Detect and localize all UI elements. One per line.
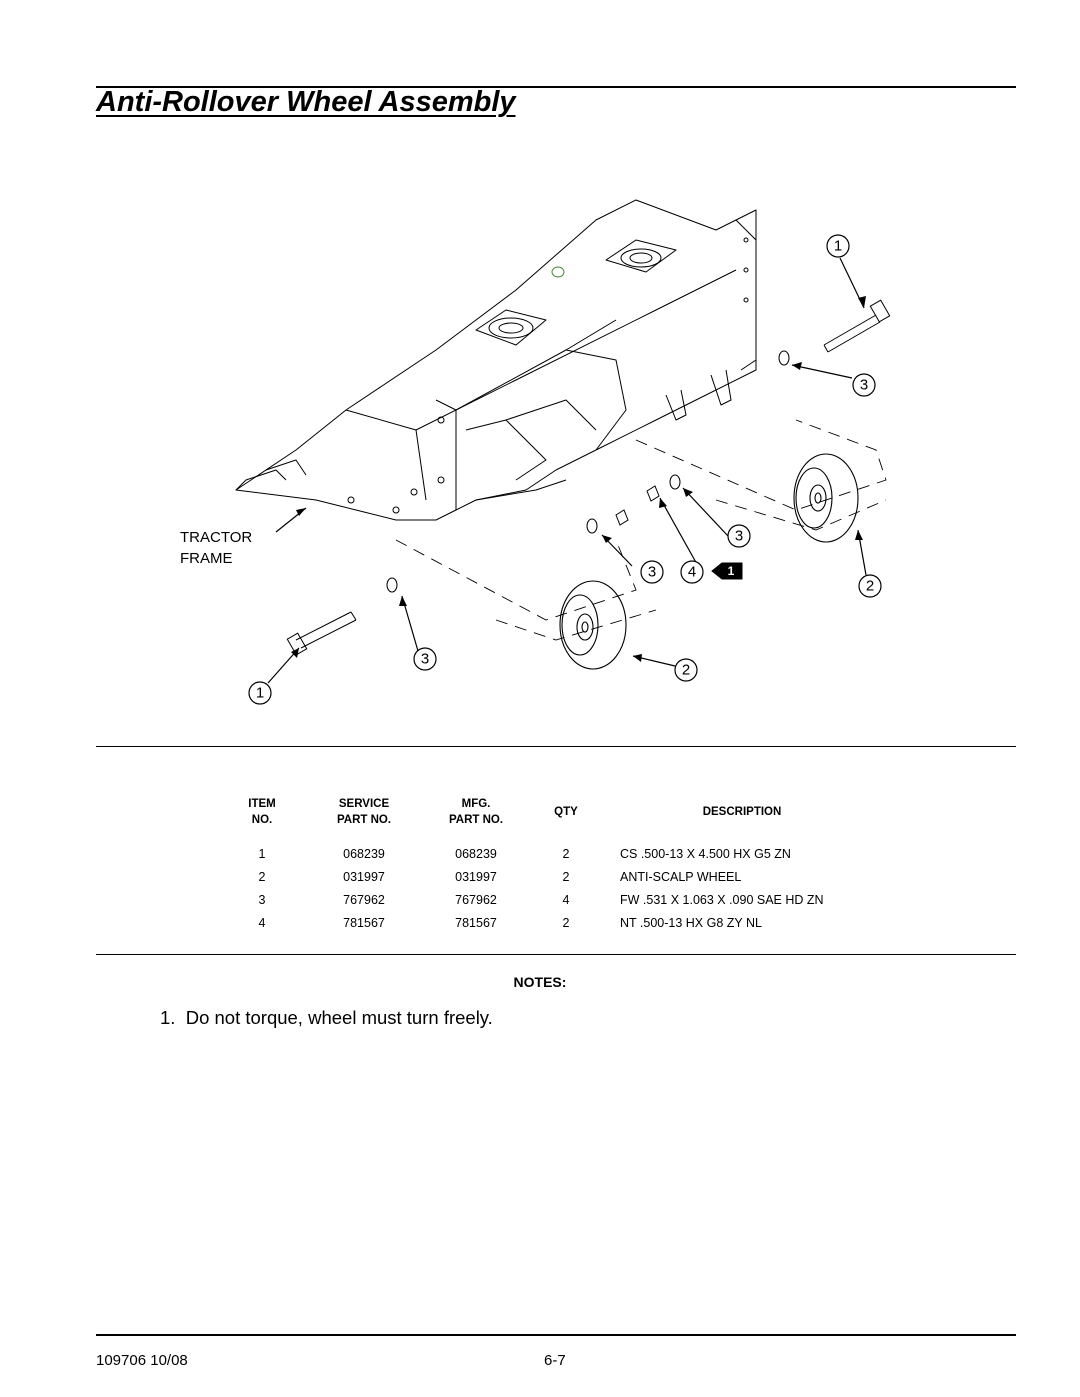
callout-3-bottom: 3: [413, 647, 437, 671]
cell-item: 2: [258, 869, 266, 884]
callout-4: 4: [680, 560, 704, 584]
svg-text:3: 3: [648, 564, 656, 581]
cell-service: 031997: [343, 869, 385, 884]
cell-qty: 2: [562, 869, 570, 884]
callout-1-bottom: 1: [248, 681, 272, 705]
cell-qty: 2: [562, 846, 570, 861]
bolt-bottom: [295, 611, 357, 649]
callout-1-top: 1: [826, 234, 850, 258]
callout-3-left: 3: [640, 560, 664, 584]
cell-description: NT .500-13 HX G8 ZY NL: [620, 915, 762, 930]
cell-description: ANTI-SCALP WHEEL: [620, 869, 742, 884]
cell-service: 068239: [343, 846, 385, 861]
cell-mfg: 031997: [455, 869, 497, 884]
top-rule: [96, 86, 1016, 88]
anti-scalp-wheel-right: [793, 453, 859, 543]
callout-2-bottom: 2: [674, 658, 698, 682]
table-row: 3 767962 767962 4 FW .531 X 1.063 X .090…: [220, 888, 880, 911]
header-description: DESCRIPTION: [702, 806, 782, 818]
table-row: 1 068239 068239 2 CS .500-13 X 4.500 HX …: [220, 842, 880, 865]
table-row: 4 781567 781567 2 NT .500-13 HX G8 ZY NL: [220, 911, 880, 934]
table-top-rule: [96, 746, 1016, 747]
header-mfg-part-no: MFG.PART NO.: [448, 798, 504, 826]
exploded-assembly-diagram: TRACTOR FRAME 1 3 3 3 4 1 2 3 2 1: [180, 199, 891, 705]
cell-description: FW .531 X 1.063 X .090 SAE HD ZN: [620, 892, 824, 907]
notes-list: 1. Do not torque, wheel must turn freely…: [160, 1007, 493, 1029]
tractor-frame-drawing: [235, 199, 757, 521]
svg-text:1: 1: [256, 685, 264, 702]
tractor-frame-label-line2: FRAME: [180, 550, 233, 567]
cell-qty: 2: [562, 915, 570, 930]
footer-rule: [96, 1334, 1016, 1336]
cell-item: 4: [258, 915, 266, 930]
footer-page-number: 6-7: [544, 1352, 566, 1369]
svg-text:3: 3: [421, 651, 429, 668]
svg-text:2: 2: [682, 662, 690, 679]
callout-3-top: 3: [852, 373, 876, 397]
callout-3-mid: 3: [727, 524, 751, 548]
notes-heading: NOTES:: [513, 974, 567, 990]
cell-mfg: 767962: [455, 892, 497, 907]
callout-2-right: 2: [858, 574, 882, 598]
tractor-frame-label-line1: TRACTOR: [180, 529, 252, 546]
footer-doc-number: 109706 10/08: [96, 1352, 188, 1369]
cell-description: CS .500-13 X 4.500 HX G5 ZN: [620, 846, 791, 861]
cell-item: 3: [258, 892, 266, 907]
svg-text:1: 1: [728, 564, 735, 578]
cell-service: 767962: [343, 892, 385, 907]
header-qty: QTY: [554, 806, 578, 818]
svg-text:3: 3: [735, 528, 743, 545]
cell-mfg: 068239: [455, 846, 497, 861]
cell-mfg: 781567: [455, 915, 497, 930]
cell-item: 1: [258, 846, 266, 861]
table-bottom-rule: [96, 954, 1016, 955]
svg-text:1: 1: [834, 238, 842, 255]
bolt-top: [823, 314, 881, 353]
svg-text:2: 2: [866, 578, 874, 595]
page-title: Anti-Rollover Wheel Assembly: [96, 86, 516, 118]
anti-scalp-wheel-left: [559, 580, 627, 670]
cell-service: 781567: [343, 915, 385, 930]
note-item-1: 1. Do not torque, wheel must turn freely…: [160, 1007, 493, 1028]
note-flag-1: 1: [711, 562, 743, 580]
svg-text:3: 3: [860, 377, 868, 394]
table-row: 2 031997 031997 2 ANTI-SCALP WHEEL: [220, 865, 880, 888]
cell-qty: 4: [562, 892, 570, 907]
svg-text:4: 4: [688, 564, 696, 581]
